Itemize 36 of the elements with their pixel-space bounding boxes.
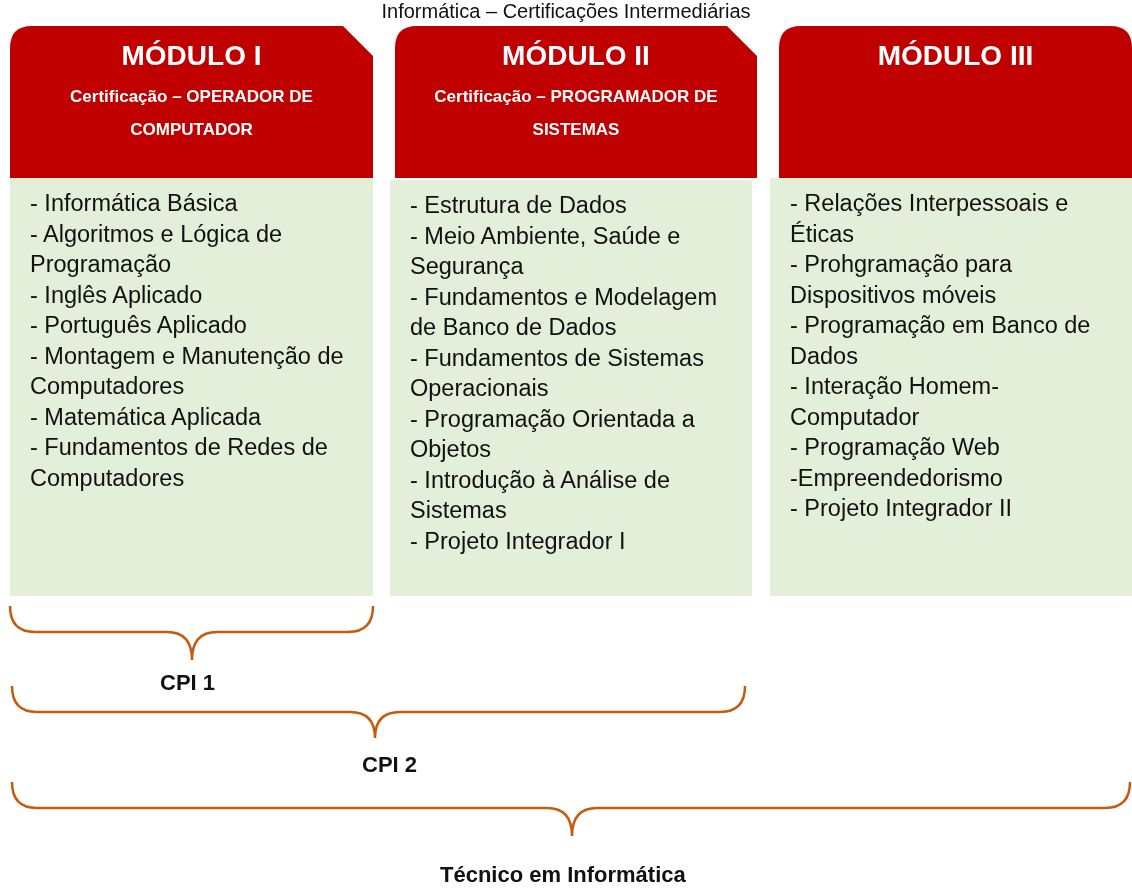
subject-item: - Fundamentos de Redes de Computadores bbox=[30, 433, 329, 493]
subject-item: - Informática Básica bbox=[30, 189, 239, 218]
subject-item: - Algoritmos e Lógica de Programação bbox=[30, 219, 284, 279]
subject-item: - Programação Web bbox=[790, 433, 1001, 462]
subject-item: - Fundamentos de Sistemas Operacionais bbox=[410, 343, 705, 403]
subject-item: -Empreendedorismo bbox=[790, 463, 1004, 493]
diagram-title: Informática – Certificações Intermediárias bbox=[380, 0, 752, 23]
subject-item: - Programação Orientada a Objetos bbox=[410, 404, 696, 464]
subject-item: - Meio Ambiente, Saúde e Segurança bbox=[410, 221, 682, 281]
module-title: MÓDULO I bbox=[120, 40, 263, 72]
subject-item: - Estrutura de Dados bbox=[410, 191, 628, 220]
subject-item: - Prohgramação para Dispositivos móveis bbox=[790, 250, 1014, 310]
subject-item: - Matemática Aplicada bbox=[30, 402, 263, 432]
module-header bbox=[10, 26, 373, 178]
subject-item: - Montagem e Manutenção de Computadores bbox=[30, 341, 345, 401]
module-header bbox=[779, 26, 1132, 178]
subject-item: - Fundamentos e Modelagem de Banco de Dados bbox=[410, 282, 718, 342]
subject-item: - Introdução à Análise de Sistemas bbox=[410, 465, 671, 525]
subject-item: - Interação Homem-Computador bbox=[790, 372, 1000, 432]
module-title: MÓDULO III bbox=[876, 40, 1035, 72]
module-header bbox=[395, 26, 757, 178]
subject-item: - Português Aplicado bbox=[30, 311, 248, 340]
subject-list-panel bbox=[390, 180, 752, 596]
bracket-label: Técnico em Informática bbox=[440, 862, 686, 888]
certification-subtitle: Certificação – PROGRAMADOR DE SISTEMAS bbox=[433, 86, 719, 141]
bracket-label: CPI 2 bbox=[362, 752, 418, 778]
subject-item: - Relações Interpessoais e Éticas bbox=[790, 189, 1070, 249]
bracket-label: CPI 1 bbox=[160, 670, 216, 696]
subject-list-panel bbox=[770, 178, 1132, 596]
subject-item: - Inglês Aplicado bbox=[30, 280, 204, 310]
subject-item: - Projeto Integrador II bbox=[790, 494, 1014, 523]
subject-item: - Programação em Banco de Dados bbox=[790, 311, 1092, 371]
module-title: MÓDULO II bbox=[501, 40, 651, 72]
subject-list-panel bbox=[10, 178, 373, 596]
certification-subtitle: Certificação – OPERADOR DE COMPUTADOR bbox=[69, 86, 314, 141]
subject-item: - Projeto Integrador I bbox=[410, 526, 627, 556]
